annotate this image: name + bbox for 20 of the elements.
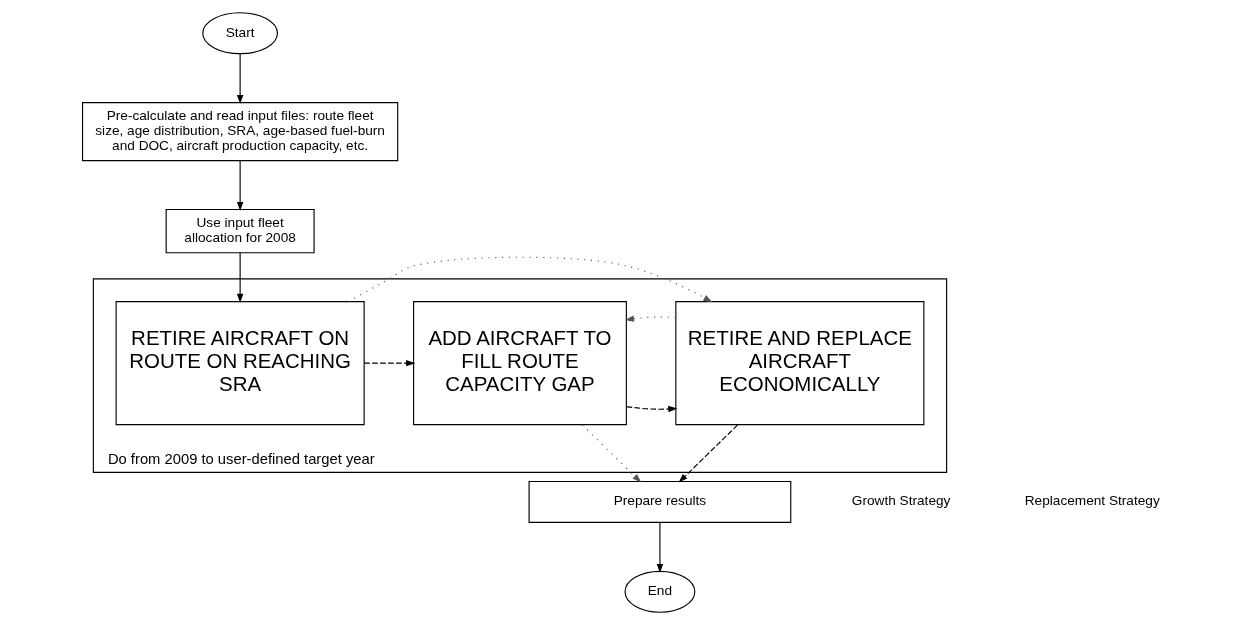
arrow: [347, 256, 713, 303]
node-box: Pre-calculate and read input files: route fleet size, age distribution, SRA, age-based fuel-burn and DOC, aircraft production capacity, etc.: [82, 102, 399, 162]
arrow: [581, 424, 642, 483]
node-ellipse: End: [624, 570, 696, 613]
legend-label: Replacement Strategy: [1024, 493, 1160, 509]
node-box: RETIRE AIRCRAFT ON ROUTE ON REACHING SRA: [115, 301, 365, 426]
arrow: [363, 359, 416, 367]
arrow: [236, 53, 244, 105]
arrow: [236, 252, 244, 303]
node-box: Use input fleet allocation for 2008: [165, 208, 315, 254]
legend-label: Growth Strategy: [851, 493, 951, 509]
arrow: [678, 424, 739, 483]
node-box: ADD AIRCRAFT TO FILL ROUTE CAPACITY GAP: [413, 301, 627, 426]
node-ellipse: Start: [202, 12, 279, 55]
arrow: [236, 160, 244, 212]
node-box: Prepare results: [528, 480, 792, 523]
arrow: [656, 521, 664, 573]
arrow: [626, 405, 678, 413]
arrow: [624, 315, 677, 322]
node-box: RETIRE AND REPLACE AIRCRAFT ECONOMICALLY: [675, 301, 925, 426]
